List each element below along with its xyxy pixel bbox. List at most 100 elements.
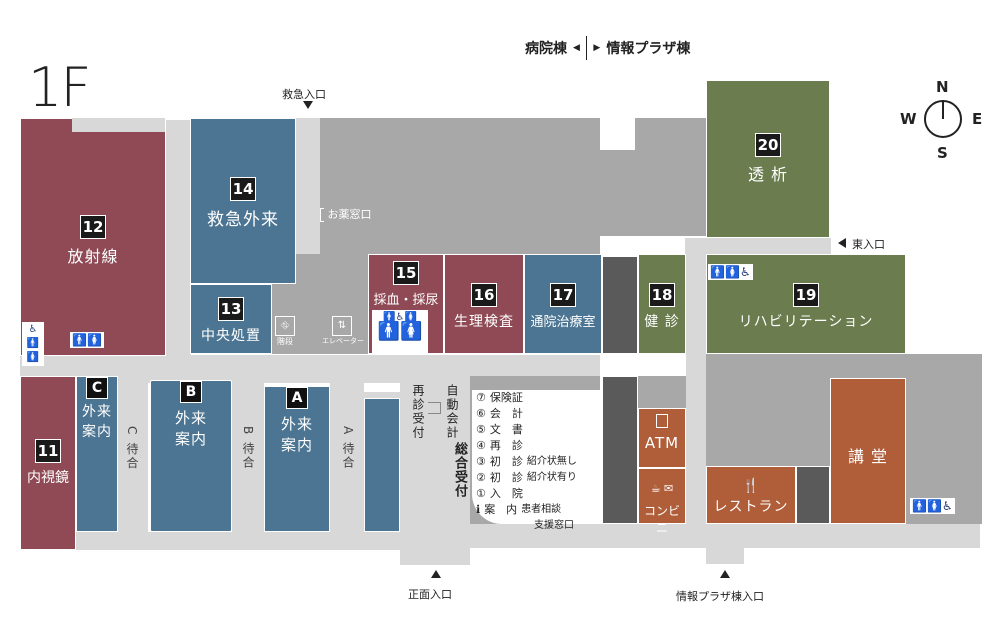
room-name: リハビリテーション xyxy=(738,314,874,330)
room-b-outpatient-guide[interactable]: B 外来 案内 xyxy=(150,380,232,532)
main-entrance-arrow-icon xyxy=(431,570,441,578)
toilet-group-left-a: ♿ 🚹🚺 xyxy=(22,322,44,366)
room-letter: B xyxy=(180,381,202,403)
room-number: 18 xyxy=(649,283,675,307)
building-toggle[interactable]: 病院棟 ◀ ▶ 情報プラザ棟 xyxy=(525,36,690,60)
shop-icon: ☕ ✉ xyxy=(650,482,674,495)
toilet-icon: 🚺 xyxy=(26,352,40,363)
elevator: ⇅ エレベーター xyxy=(322,316,364,346)
room-name: レストラン xyxy=(713,499,789,515)
divider xyxy=(585,36,588,60)
toilet-group-rehab: 🚹🚺♿ xyxy=(708,264,753,280)
east-entrance-arrow-icon xyxy=(838,238,846,248)
main-entrance-label[interactable]: 正面入口 xyxy=(408,588,452,601)
room-12-radiology[interactable]: 12 放射線 xyxy=(20,118,166,356)
floor-label: 1F xyxy=(28,56,91,119)
wheelchair-icon: ♿ xyxy=(395,312,405,323)
room-name: 講 堂 xyxy=(847,447,889,466)
room-number: 16 xyxy=(471,283,497,307)
room-11-endoscopy[interactable]: 11 内視鏡 xyxy=(20,376,76,550)
room-name-1: 外来 xyxy=(82,404,112,420)
waiting-c-label: C 待合 xyxy=(125,426,139,471)
room-atm[interactable]: ATM xyxy=(638,408,686,468)
corridor-main-entrance xyxy=(400,380,470,565)
room-name-2: 案内 xyxy=(280,436,313,454)
room-16-physiology[interactable]: 16 生理検査 xyxy=(444,254,524,354)
info-icon: ℹ xyxy=(476,503,481,516)
toilet-icon: 🚹 xyxy=(26,338,40,349)
room-convenience-store[interactable]: ☕ ✉ コンビニ xyxy=(638,468,686,535)
corridor-plaza-entrance xyxy=(706,538,744,564)
room-20-dialysis[interactable]: 20 透 析 xyxy=(706,80,830,238)
pharmacy-window-label: お薬窓口 xyxy=(320,206,372,222)
toilet-icon: 🚺 xyxy=(400,321,423,342)
arrow-left-icon: ◀ xyxy=(573,43,580,53)
room-name: 中央処置 xyxy=(201,328,261,344)
room-number: 17 xyxy=(550,283,576,307)
gray-block-top-right-a xyxy=(600,150,635,236)
room-name-2: 案内 xyxy=(82,424,112,440)
toilet-icon: 🚹 xyxy=(912,499,927,513)
room-c-outpatient-guide[interactable]: C 外来 案内 xyxy=(76,376,118,532)
room-a-outpatient-guide[interactable]: A 外来 案内 xyxy=(264,386,330,532)
compass-needle xyxy=(942,100,944,119)
arrow-right-icon: ▶ xyxy=(593,43,601,53)
gray-block-plaza-right xyxy=(906,354,982,524)
room-restaurant[interactable]: 🍴 レストラン xyxy=(706,466,796,524)
room-name-2: 案内 xyxy=(174,430,207,448)
room-name: 内視鏡 xyxy=(27,470,69,486)
toilet-icon: 🚹 xyxy=(710,265,725,279)
room-name: 健 診 xyxy=(644,314,680,330)
room-name: ATM xyxy=(644,434,680,452)
room-name: 救急外来 xyxy=(207,210,279,230)
auto-pay-label: 自動会計 xyxy=(445,384,459,440)
plaza-entrance-label[interactable]: 情報プラザ棟入口 xyxy=(676,590,764,603)
toilet-icon: 🚹 xyxy=(377,321,400,342)
room-lecture-hall[interactable]: 講 堂 xyxy=(830,378,906,524)
info-plaza-building-label[interactable]: 情報プラザ棟 xyxy=(606,41,691,57)
room-number: 15 xyxy=(393,261,419,285)
atm-icon xyxy=(656,414,668,428)
wheelchair-icon: ♿ xyxy=(739,265,751,279)
compass: N S W E xyxy=(900,76,990,166)
waiting-a-label: A 待合 xyxy=(341,426,355,471)
corridor-waiting-c xyxy=(118,380,148,532)
room-13-central-treatment[interactable]: 13 中央処置 xyxy=(190,284,272,354)
room-number: 13 xyxy=(218,297,244,321)
toilet-group-15: 🚹♿🚺 🚹🚺 xyxy=(372,310,428,354)
toilet-group-left-b: 🚹🚺 xyxy=(70,332,104,348)
corridor-plaza-vertical xyxy=(686,238,708,538)
corridor-east xyxy=(685,238,831,256)
toilet-icon: 🚺 xyxy=(404,312,417,323)
toilet-icon: 🚺 xyxy=(724,265,740,279)
reception-counter xyxy=(472,390,600,524)
room-name: 通院治療室 xyxy=(530,315,596,330)
corridor-waiting-b xyxy=(232,380,264,532)
room-17-outpatient-treatment[interactable]: 17 通院治療室 xyxy=(524,254,602,354)
east-entrance-label[interactable]: 東入口 xyxy=(852,238,885,251)
corridor-bottom xyxy=(75,532,405,550)
room-name: 透 析 xyxy=(747,165,789,184)
compass-n: N xyxy=(936,78,949,96)
corridor-emergency xyxy=(296,118,320,278)
gray-block-plaza-small xyxy=(638,376,686,408)
room-14-emergency[interactable]: 14 救急外来 xyxy=(190,118,296,284)
compass-e: E xyxy=(972,110,983,128)
emergency-entrance-label[interactable]: 救急入口 xyxy=(282,88,326,101)
room-18-health-check[interactable]: 18 健 診 xyxy=(638,254,686,354)
cutlery-icon: 🍴 xyxy=(742,478,760,494)
room-number: 14 xyxy=(230,177,256,201)
revisit-reception-label: 再診受付 xyxy=(411,384,425,440)
room-letter: C xyxy=(86,377,108,399)
compass-s: S xyxy=(937,144,948,162)
hospital-building-label[interactable]: 病院棟 xyxy=(525,41,567,57)
room-number: 12 xyxy=(80,215,106,239)
